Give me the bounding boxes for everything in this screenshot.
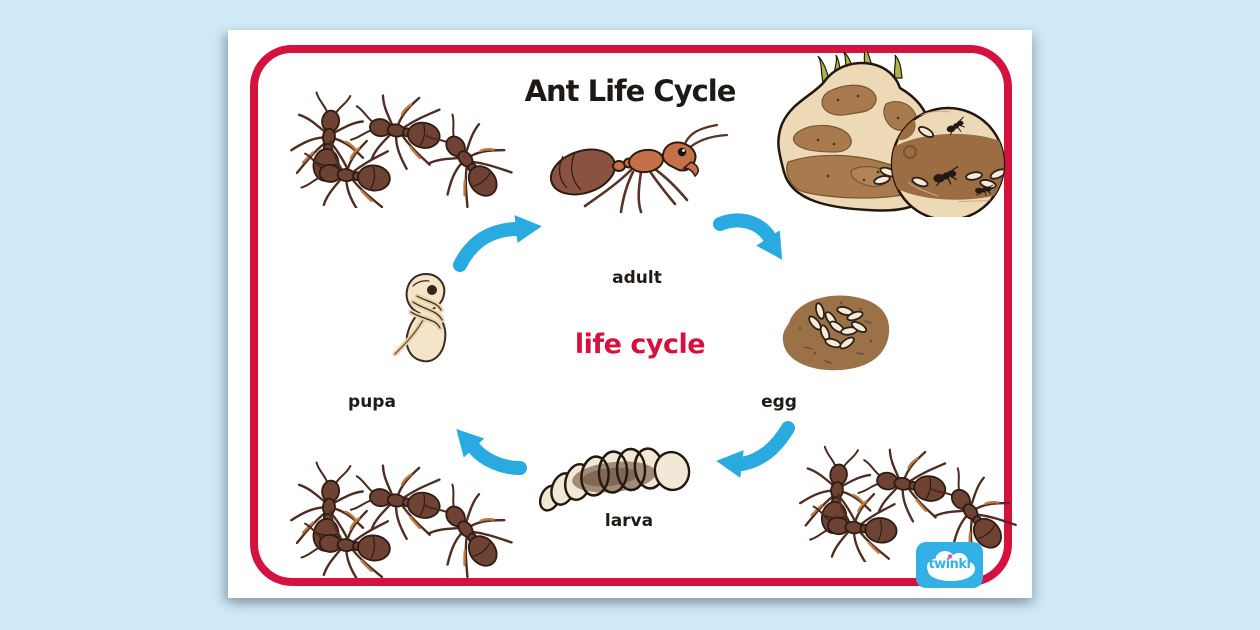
pupa-icon: [383, 260, 468, 370]
ant-nest-illustration-icon: [768, 52, 1008, 217]
larva-icon: [528, 424, 708, 519]
arrow-egg-to-larva-icon: [700, 418, 796, 484]
ant-colony-group-top-left-icon: [283, 88, 518, 208]
twinkl-logo: twinkl: [916, 542, 983, 588]
eggs-in-soil-icon: [765, 283, 905, 383]
arrow-adult-to-egg-icon: [712, 210, 796, 274]
arrow-larva-to-pupa-icon: [444, 414, 530, 478]
center-label: life cycle: [574, 329, 706, 360]
page-title: Ant Life Cycle: [524, 74, 737, 108]
logo-cloud-icon: [927, 551, 975, 581]
ant-colony-group-bottom-right-icon: [792, 440, 1022, 562]
stage-label-larva: larva: [604, 511, 654, 531]
stage-label-adult: adult: [612, 268, 662, 288]
stage-label-pupa: pupa: [348, 392, 396, 412]
stage-label-egg: egg: [761, 392, 797, 412]
arrow-pupa-to-adult-icon: [450, 205, 550, 273]
logo-text: twinkl: [928, 557, 971, 572]
red-border-frame: [250, 45, 1012, 586]
adult-ant-icon: [535, 120, 740, 220]
